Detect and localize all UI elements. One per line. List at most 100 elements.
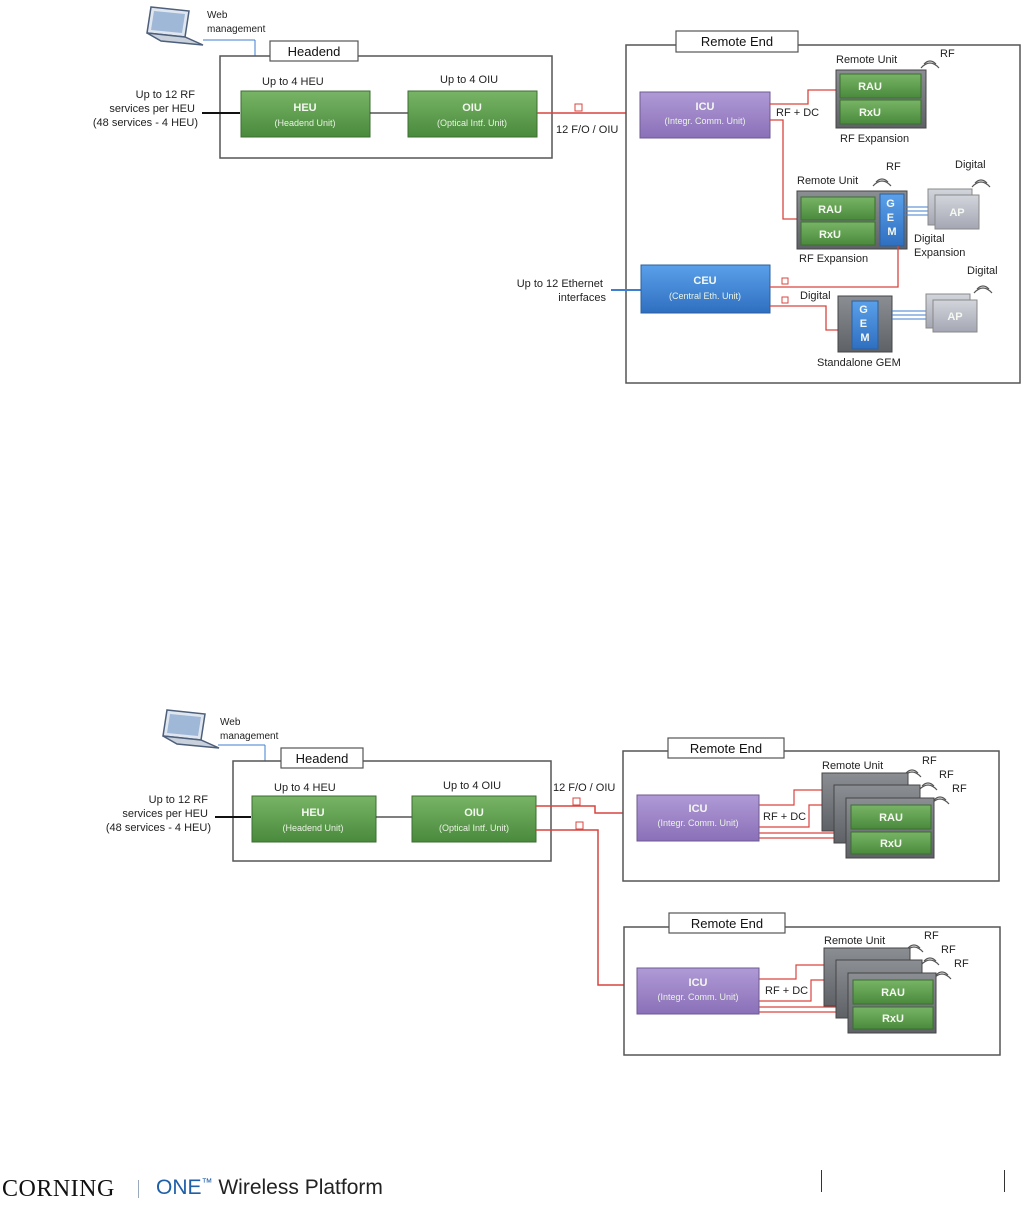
rf-services-label: Up to 12 RF services per HEU (48 service… xyxy=(93,89,198,129)
oiu-unit xyxy=(407,90,538,138)
ap-mid-label: AP xyxy=(949,207,964,219)
signal-icon xyxy=(904,944,952,980)
web-management-label-2: Web management xyxy=(220,717,279,742)
trademark-sup: ™ xyxy=(201,1177,213,1189)
icu-unit-b xyxy=(636,967,760,1015)
icu-unit-a xyxy=(636,794,760,842)
icu-unit xyxy=(639,91,771,139)
remote-end-title-a: Remote End xyxy=(690,741,762,756)
fo-label-2: 12 F/O / OIU xyxy=(553,782,615,794)
fiber-connector xyxy=(575,821,584,830)
signal-icon xyxy=(973,285,993,294)
rxu-top xyxy=(839,99,922,125)
signal-icon xyxy=(872,178,892,187)
rxu-mid-label: RxU xyxy=(819,229,841,241)
web-management-label: Web management xyxy=(207,10,266,35)
headend-title-2: Headend xyxy=(296,751,349,766)
footer-separator xyxy=(138,1180,139,1198)
remote-end-title: Remote End xyxy=(701,34,773,49)
up-to-oiu-label: Up to 4 OIU xyxy=(440,74,498,86)
icu-subtitle-a: (Integr. Comm. Unit) xyxy=(657,818,738,828)
connector xyxy=(781,296,789,304)
standalone-ap-links xyxy=(892,310,928,320)
rf-expansion-top-label: RF Expansion xyxy=(840,133,909,145)
diagram-1: Web management Headend Up to 4 HEU Up to… xyxy=(93,6,1021,384)
fiber-connector xyxy=(572,797,581,806)
connector xyxy=(781,277,789,285)
rf-label-b2: RF xyxy=(941,944,956,956)
icu-title-a: ICU xyxy=(689,803,708,815)
rf-dc-label-b: RF + DC xyxy=(765,985,808,997)
rau-b xyxy=(852,979,934,1005)
footer-divider-2 xyxy=(1004,1170,1005,1192)
up-to-heu-label: Up to 4 HEU xyxy=(262,76,324,88)
remote-end-title-box-b xyxy=(668,912,786,934)
rf-dc-link-mid xyxy=(770,119,800,220)
product-name: ONE™ Wireless Platform xyxy=(156,1176,383,1200)
rau-top-label: RAU xyxy=(858,81,882,93)
heu-title: HEU xyxy=(293,102,316,114)
rf-dc-label: RF + DC xyxy=(776,107,819,119)
ap-bottom xyxy=(932,299,978,333)
icu-title: ICU xyxy=(696,101,715,113)
headend-title-box-2 xyxy=(280,747,364,769)
digital-expansion-label: Digital Expansion xyxy=(914,233,965,259)
fiber-link-2a xyxy=(536,805,637,814)
heu-title-2: HEU xyxy=(301,807,324,819)
ceu-standalone-link xyxy=(770,305,843,331)
ceu-unit xyxy=(640,264,771,314)
remote-end-title-b: Remote End xyxy=(691,916,763,931)
oiu-subtitle-2: (Optical Intf. Unit) xyxy=(439,823,509,833)
ethernet-label: Up to 12 Ethernet interfaces xyxy=(517,278,607,304)
ap-bottom-label: AP xyxy=(947,311,962,323)
digital-label-ceu: Digital xyxy=(800,290,831,302)
rau-a-label: RAU xyxy=(879,812,903,824)
fiber-link-2b xyxy=(536,829,637,986)
laptop-icon xyxy=(146,6,204,46)
icu-subtitle-b: (Integr. Comm. Unit) xyxy=(657,992,738,1002)
rf-label-b3: RF xyxy=(954,958,969,970)
up-to-oiu-label-2: Up to 4 OIU xyxy=(443,780,501,792)
rf-label-a3: RF xyxy=(952,783,967,795)
signal-icon xyxy=(971,179,991,188)
ceu-gem-link xyxy=(770,246,899,288)
remote-unit-mid-label: Remote Unit xyxy=(797,175,858,187)
remote-unit-top-label: Remote Unit xyxy=(836,54,897,66)
rf-expansion-mid-label: RF Expansion xyxy=(799,253,868,265)
gem-mid-label: G E M xyxy=(886,198,898,238)
rxu-mid xyxy=(800,221,876,246)
ap-mid xyxy=(934,194,980,230)
product-rest: Wireless Platform xyxy=(212,1176,383,1199)
heu-unit-2 xyxy=(251,795,377,843)
rf-label-b1: RF xyxy=(924,930,939,942)
fiber-connector xyxy=(574,103,583,112)
gem-ap-links xyxy=(904,206,932,216)
rau-a xyxy=(850,804,932,830)
rf-label-a1: RF xyxy=(922,755,937,767)
digital-label-mid: Digital xyxy=(955,159,986,171)
diagram-2: Web management Headend Up to 4 HEU Up to… xyxy=(106,709,1001,1056)
icu-subtitle: (Integr. Comm. Unit) xyxy=(664,116,745,126)
rxu-b xyxy=(852,1006,934,1030)
rxu-a-label: RxU xyxy=(880,838,902,850)
rau-mid-label: RAU xyxy=(818,204,842,216)
remote-unit-label-b: Remote Unit xyxy=(824,935,885,947)
headend-title: Headend xyxy=(288,44,341,59)
fo-label: 12 F/O / OIU xyxy=(556,124,618,136)
rau-b-label: RAU xyxy=(881,987,905,999)
standalone-gem-letters: G E M xyxy=(859,304,871,344)
oiu-unit-2 xyxy=(411,795,537,843)
rf-label-top: RF xyxy=(940,48,955,60)
rf-services-label-2: Up to 12 RF services per HEU (48 service… xyxy=(106,794,211,834)
digital-label-bottom: Digital xyxy=(967,265,998,277)
heu-subtitle-2: (Headend Unit) xyxy=(282,823,343,833)
oiu-title-2: OIU xyxy=(464,807,484,819)
remote-end-title-box-a xyxy=(667,737,785,759)
rf-dc-link-top xyxy=(770,89,836,105)
rxu-top-label: RxU xyxy=(859,107,881,119)
footer-divider-1 xyxy=(821,1170,822,1192)
remote-unit-label-a: Remote Unit xyxy=(822,760,883,772)
rf-dc-label-a: RF + DC xyxy=(763,811,806,823)
standalone-gem xyxy=(851,300,879,350)
rxu-b-label: RxU xyxy=(882,1013,904,1025)
